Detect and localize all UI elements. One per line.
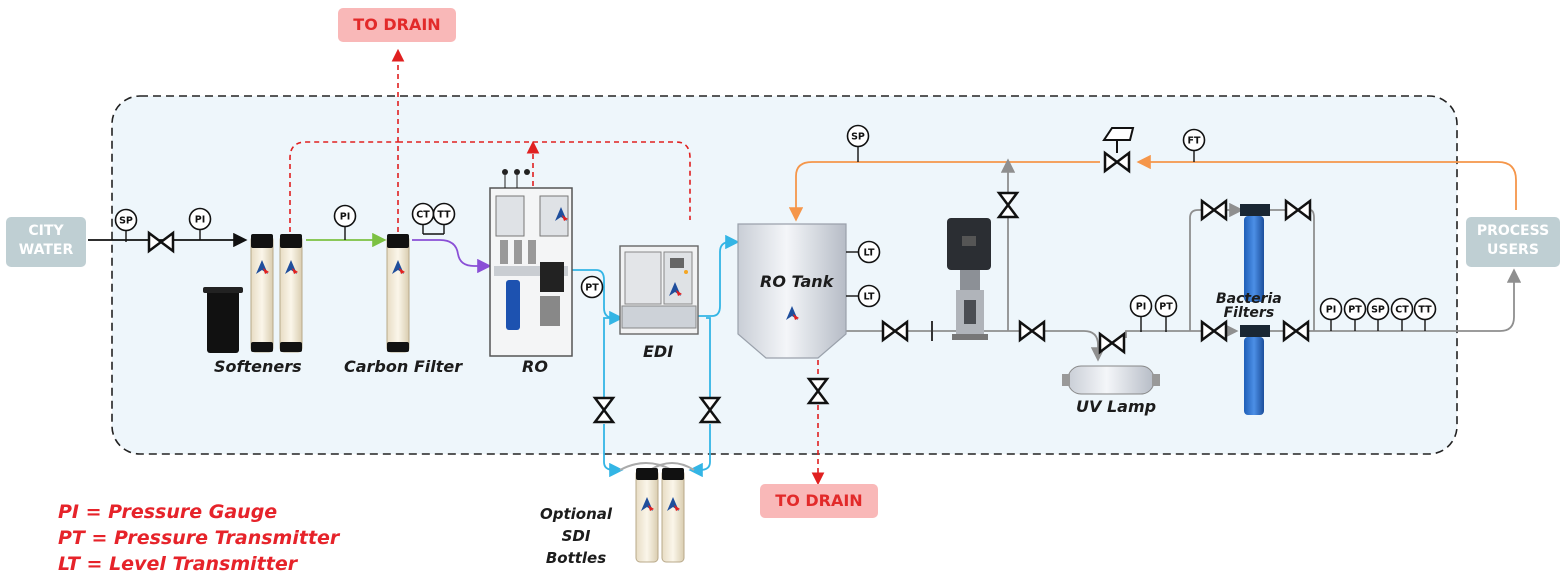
instrument-tag: CT bbox=[1395, 305, 1409, 316]
instrument-tt-carbon: TT bbox=[432, 202, 456, 226]
instrument-tag: SP bbox=[851, 132, 865, 143]
process-users-destination: PROCESS USERS bbox=[1466, 217, 1560, 267]
permeate-lines bbox=[570, 234, 740, 478]
ro-feed-line bbox=[412, 239, 492, 274]
carbon-filter-label: Carbon Filter bbox=[344, 357, 463, 376]
city-water-line-1: CITY bbox=[28, 223, 64, 239]
bacteria-filters-label: Bacteria Filters bbox=[1216, 292, 1282, 320]
ro-skid bbox=[489, 169, 573, 357]
instrument-tag: TT bbox=[1418, 305, 1432, 316]
drain-label-top: TO DRAIN bbox=[338, 8, 456, 42]
abbreviation-legend: PI = Pressure Gauge PT = Pressure Transm… bbox=[58, 499, 339, 577]
edi-unit bbox=[619, 245, 699, 335]
legend-item: PI = Pressure Gauge bbox=[58, 501, 278, 523]
instrument-sp-return: SP bbox=[846, 124, 870, 148]
instrument-pi-out: PI bbox=[1319, 297, 1343, 321]
instrument-bubbles: SP PI PI CT TT PT LT LT SP FT PI PT PI PT SP CT TT bbox=[114, 124, 1437, 321]
edi-label: EDI bbox=[643, 342, 674, 361]
return-line bbox=[788, 154, 1517, 222]
city-water-source: CITY WATER bbox=[6, 217, 86, 267]
instrument-tag: PT bbox=[585, 283, 599, 294]
instrument-tag: PT bbox=[1159, 302, 1173, 313]
instrument-sp-out: SP bbox=[1366, 297, 1390, 321]
ro-label: RO bbox=[522, 357, 548, 376]
instrument-lt-low: LT bbox=[857, 284, 881, 308]
legend-item: PT = Pressure Transmitter bbox=[58, 527, 340, 549]
legend-item: LT = Level Transmitter bbox=[58, 553, 298, 575]
sdi-label-line-2: SDI bbox=[561, 527, 591, 545]
instrument-tag: FT bbox=[1188, 136, 1201, 147]
instrument-tag: PI bbox=[1136, 302, 1147, 313]
instrument-lt-high: LT bbox=[857, 240, 881, 264]
sdi-label-line-3: Bottles bbox=[545, 549, 607, 567]
ro-tank-label: RO Tank bbox=[760, 272, 834, 291]
instrument-tag: LT bbox=[864, 292, 875, 303]
instrument-tag: TT bbox=[437, 210, 451, 221]
instrument-ct-out: CT bbox=[1390, 297, 1414, 321]
bacteria-filters bbox=[1240, 204, 1270, 415]
uv-lamp bbox=[1062, 365, 1160, 395]
sdi-bottles bbox=[619, 462, 695, 563]
softeners-label: Softeners bbox=[214, 357, 302, 376]
bacteria-label-line-2: Filters bbox=[1223, 305, 1275, 321]
instrument-tt-out: TT bbox=[1413, 297, 1437, 321]
process-users-line-2: USERS bbox=[1487, 242, 1539, 258]
instrument-tag: PI bbox=[1326, 305, 1337, 316]
carbon-filter-tank bbox=[386, 234, 410, 353]
sdi-bottles-label: Optional SDI Bottles bbox=[536, 503, 616, 569]
ro-tank bbox=[737, 223, 847, 359]
instrument-tag: SP bbox=[119, 216, 133, 227]
sdi-label-line-1: Optional bbox=[539, 505, 613, 523]
instrument-pi-softener: PI bbox=[333, 204, 357, 228]
instrument-sp-inlet: SP bbox=[114, 208, 138, 232]
instrument-ft-return: FT bbox=[1182, 128, 1206, 152]
uv-lamp-label: UV Lamp bbox=[1076, 397, 1157, 416]
instrument-stems bbox=[125, 140, 1426, 332]
instrument-pi-uv: PI bbox=[1129, 294, 1153, 318]
city-water-line-2: WATER bbox=[18, 242, 74, 258]
process-flow-diagram: SP PI PI CT TT PT LT LT SP FT PI PT PI PT SP CT TT bbox=[88, 48, 1522, 563]
instrument-ct-carbon: CT bbox=[411, 202, 435, 226]
valve-actuator-icon bbox=[1102, 127, 1135, 153]
instrument-pt-uv: PT bbox=[1154, 294, 1178, 318]
instrument-pt-out: PT bbox=[1343, 297, 1367, 321]
instrument-tag: PI bbox=[195, 215, 206, 226]
instrument-tag: CT bbox=[416, 210, 430, 221]
drain-label-bottom: TO DRAIN bbox=[760, 484, 878, 518]
instrument-tag: PT bbox=[1348, 305, 1362, 316]
instrument-pi-inlet: PI bbox=[188, 207, 212, 231]
instrument-tag: LT bbox=[864, 248, 875, 259]
process-users-line-1: PROCESS bbox=[1476, 223, 1550, 239]
instrument-tag: SP bbox=[1371, 305, 1385, 316]
bacteria-label-line-1: Bacteria bbox=[1216, 291, 1282, 307]
pump bbox=[947, 218, 991, 340]
instrument-tag: PI bbox=[340, 212, 351, 223]
softener-tanks bbox=[203, 234, 303, 353]
instrument-pt-ro: PT bbox=[580, 275, 604, 299]
